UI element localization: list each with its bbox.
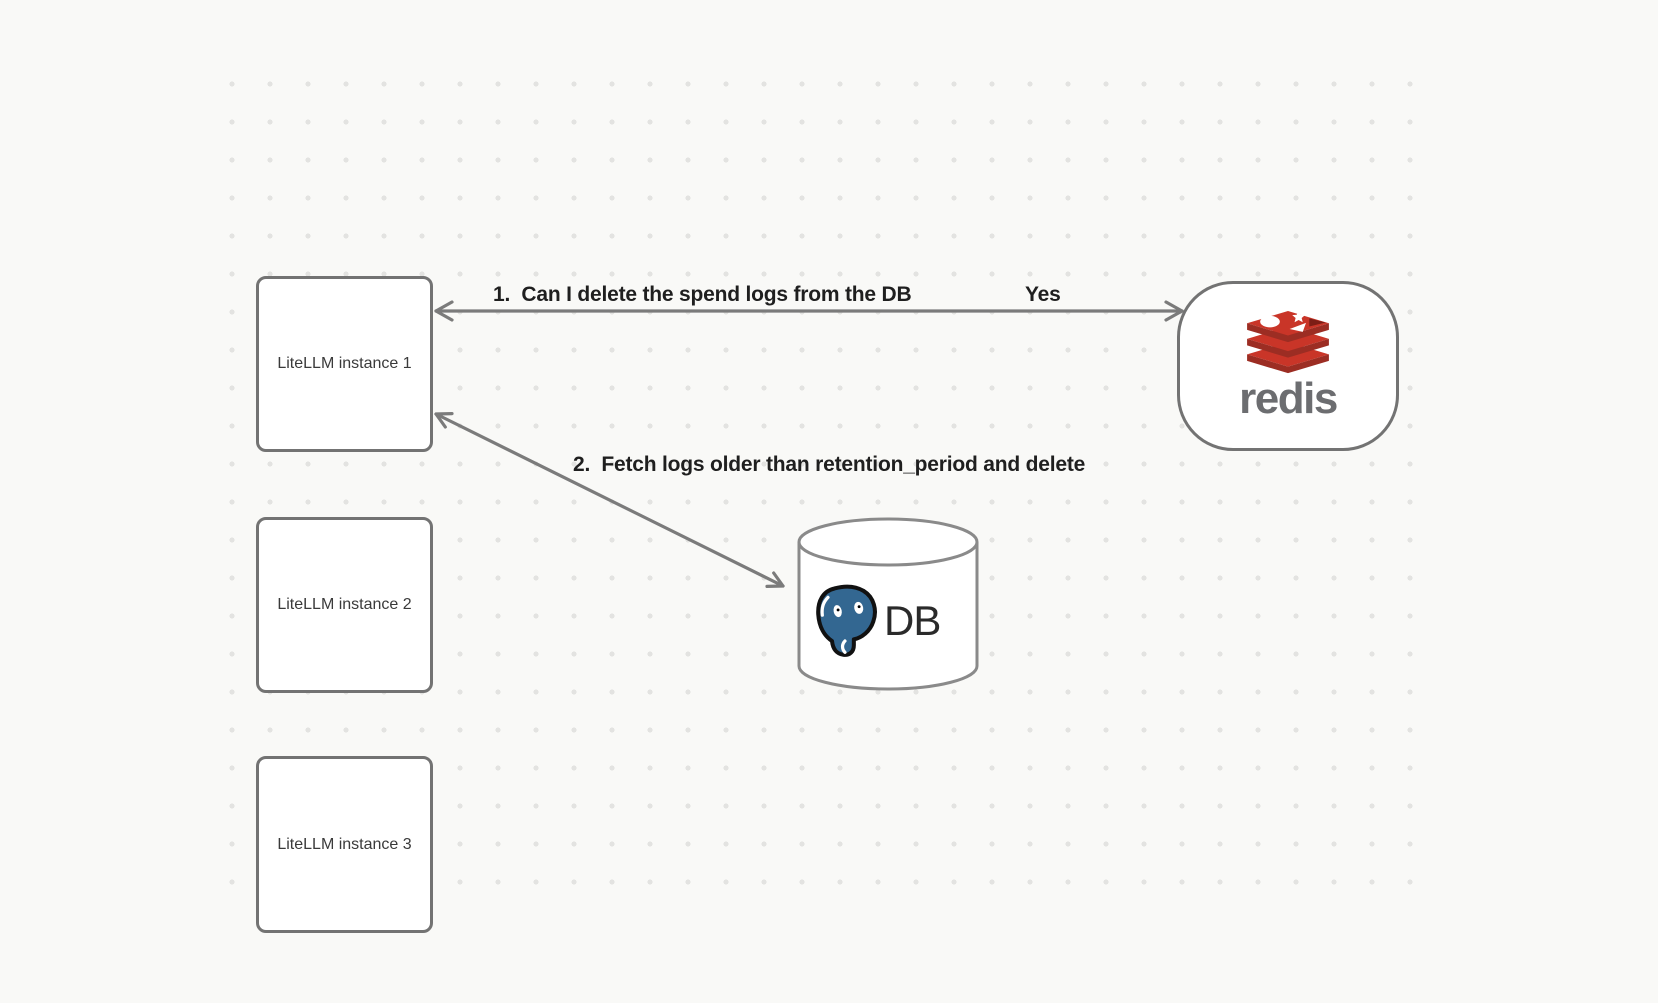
node-litellm-instance-3[interactable]: LiteLLM instance 3 (256, 756, 433, 933)
node-label: LiteLLM instance 2 (277, 596, 412, 613)
node-redis[interactable]: redis (1177, 281, 1399, 451)
postgres-elephant-icon (816, 584, 877, 657)
node-litellm-instance-2[interactable]: LiteLLM instance 2 (256, 517, 433, 693)
flow-1-label[interactable]: 1. Can I delete the spend logs from the … (493, 283, 912, 306)
node-label: LiteLLM instance 3 (277, 835, 412, 853)
node-litellm-instance-1[interactable]: LiteLLM instance 1 (256, 276, 433, 452)
database-label: DB (884, 597, 941, 644)
redis-logo-icon (1247, 311, 1329, 374)
node-label: LiteLLM instance 1 (277, 355, 412, 372)
arrow-db-to-instance1[interactable] (434, 412, 785, 589)
flow-2-label[interactable]: 2. Fetch logs older than retention_perio… (573, 453, 1086, 476)
redis-wordmark: redis (1239, 374, 1338, 423)
flow-1-response-label[interactable]: Yes (1025, 283, 1061, 306)
